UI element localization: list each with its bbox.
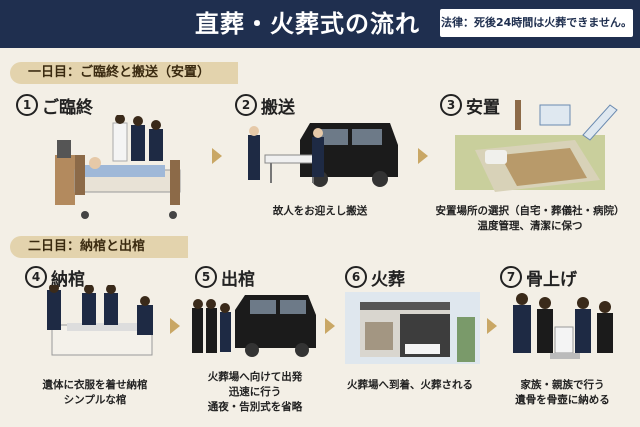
resting-place-illustration <box>455 100 618 192</box>
bone-gathering-illustration <box>513 293 613 359</box>
step-label: 納棺 <box>51 269 85 290</box>
step-5-description: 火葬場へ向けて出発 迅速に行う 通夜・告別式を省略 <box>207 371 303 413</box>
step-label: 火葬 <box>371 269 405 290</box>
step-4-title: 4 納棺 <box>25 265 85 290</box>
step-number: 4 <box>25 266 47 288</box>
flow-arrow <box>170 318 180 334</box>
step-2-title: 2 搬送 <box>235 93 295 118</box>
page-title: 直葬・火葬式の流れ <box>195 9 420 38</box>
flow-arrow <box>418 148 428 164</box>
step-number: 2 <box>235 94 257 116</box>
departure-hearse-illustration <box>192 295 316 357</box>
day2-banner: 二日目：納棺と出棺 <box>10 236 188 258</box>
law-note: 法律：死後24時間は火葬できません。 <box>440 9 633 37</box>
step-7-title: 7 骨上げ <box>500 265 577 290</box>
deathbed-illustration <box>55 115 181 219</box>
step-label: 骨上げ <box>526 269 577 290</box>
flow-arrow <box>487 318 497 334</box>
step-2-description: 故人をお迎えし搬送 <box>272 205 368 217</box>
step-label: 出棺 <box>221 269 255 290</box>
step-label: 安置 <box>466 97 500 118</box>
step-6-title: 6 火葬 <box>345 265 405 290</box>
step-number: 1 <box>16 94 38 116</box>
step-label: 搬送 <box>261 97 295 118</box>
step-number: 5 <box>195 266 217 288</box>
step-1-title: 1 ご臨終 <box>16 93 93 118</box>
step-7-description: 家族・親族で行う 遺骨を骨壺に納める <box>515 379 610 406</box>
flow-arrow <box>212 148 222 164</box>
step-6-description: 火葬場へ到着、火葬される <box>347 379 473 391</box>
encoffining-illustration <box>47 285 153 356</box>
header-bar: 直葬・火葬式の流れ 法律：死後24時間は火葬できません。 <box>0 0 640 48</box>
day1-banner: 一日目：ご臨終と搬送（安置） <box>10 62 238 84</box>
step-number: 3 <box>440 94 462 116</box>
step-number: 7 <box>500 266 522 288</box>
flow-arrow <box>325 318 335 334</box>
step-5-title: 5 出棺 <box>195 265 255 290</box>
step-4-description: 遺体に衣服を着せ納棺 シンプルな棺 <box>42 379 148 406</box>
step-3-description: 安置場所の選択（自宅・葬儀社・病院） 温度管理、清潔に保つ <box>435 205 625 232</box>
step-3-title: 3 安置 <box>440 93 500 118</box>
hearse-transport-illustration <box>248 123 398 187</box>
step-label: ご臨終 <box>42 97 93 118</box>
crematorium-illustration <box>345 292 480 364</box>
step-number: 6 <box>345 266 367 288</box>
